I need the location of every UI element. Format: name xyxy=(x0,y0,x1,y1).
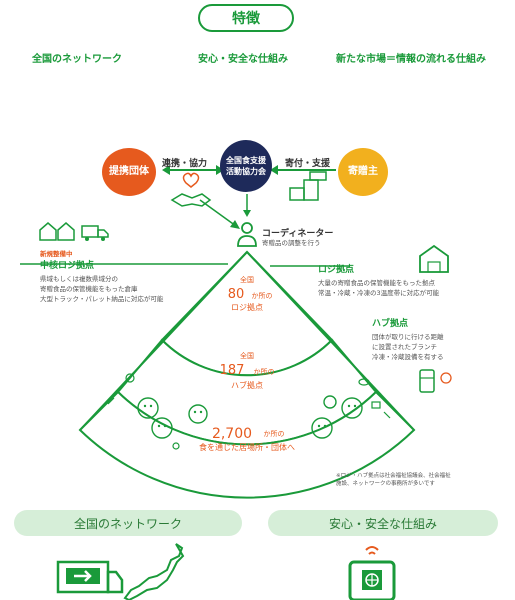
fan-tier-3 xyxy=(78,390,416,499)
section-title: 特徴 xyxy=(198,4,294,32)
handshake-icon xyxy=(170,172,212,207)
tier1-pre: 全国 xyxy=(240,275,254,284)
left-link-label: 連携・協力 xyxy=(162,159,208,169)
children-faces-icon xyxy=(137,395,363,439)
tier1-post: か所の xyxy=(252,291,273,300)
tier2-number: 187 xyxy=(220,363,245,378)
hub2-desc-3: 冷凍・冷蔵設備を有する xyxy=(372,353,444,361)
hub-desc-1: 県域もしくは複数県域分の xyxy=(40,275,118,283)
tier2-name: ハブ拠点 xyxy=(231,380,263,390)
tier3-number: 2,700 xyxy=(212,426,252,442)
coordinator-person-icon xyxy=(237,222,257,247)
right-link-label: 寄付・支援 xyxy=(285,159,331,169)
delivery-truck-icon xyxy=(56,560,124,594)
logi-title: ロジ拠点 xyxy=(318,265,355,275)
feature-market: 新たな市場＝情報の流れる仕組み xyxy=(336,54,486,65)
partner-groups-circle: 提携団体 xyxy=(102,148,156,196)
tier3-name: 食を通じた居場所・団体へ xyxy=(199,442,295,452)
face-eyes xyxy=(143,404,357,428)
japan-map-icon xyxy=(123,543,185,600)
tier2-pre: 全国 xyxy=(240,351,254,360)
logi-desc-2: 常温・冷蔵・冷凍の3温度帯に対応が可能 xyxy=(318,289,440,297)
tier2-post: か所の xyxy=(254,367,275,376)
logi-desc-1: 大量の寄贈食品の保管機能をもった拠点 xyxy=(318,279,435,287)
hub-note: 新規整備中 xyxy=(40,250,73,258)
feature-safety: 安心・安全な仕組み xyxy=(198,54,288,65)
truck-icon xyxy=(81,225,109,241)
tier1-number: 80 xyxy=(228,287,245,302)
warehouse-icon xyxy=(39,222,75,241)
bottom-icons xyxy=(56,543,396,600)
bottom-tab-network[interactable]: 全国のネットワーク xyxy=(14,510,242,536)
hub2-title: ハブ拠点 xyxy=(372,319,409,329)
donor-circle: 寄贈主 xyxy=(338,148,388,196)
gift-boxes-icon xyxy=(289,171,327,201)
fridge-icon xyxy=(419,369,452,393)
hub-desc-3: 大型トラック・パレット納品に対応が可能 xyxy=(40,295,164,303)
secure-device-icon xyxy=(348,546,396,600)
feature-network: 全国のネットワーク xyxy=(32,54,122,65)
coordinator-sub: 寄贈品の調整を行う xyxy=(262,239,321,247)
hub2-desc-1: 団体が取りに行ける距離 xyxy=(372,333,444,341)
tier3-post: か所の xyxy=(264,429,285,438)
logi-warehouse-icon xyxy=(419,244,449,273)
central-org-circle: 全国食支援 活動協力会 xyxy=(220,140,272,192)
bottom-tab-safety[interactable]: 安心・安全な仕組み xyxy=(268,510,498,536)
tier1-name: ロジ拠点 xyxy=(231,302,263,312)
footnote-2: 施設、ネットワークの事務所が多いです xyxy=(336,481,435,487)
coordinator-label: コーディネーター xyxy=(262,229,334,239)
hub2-desc-2: に設置されたブランチ xyxy=(372,343,437,351)
hub-desc-2: 寄贈食品の保管機能をもった倉庫 xyxy=(40,285,138,293)
footnote-1: ※ロジ・ハブ拠点は社会福祉協議会、社会福祉 xyxy=(336,473,451,479)
food-icons xyxy=(107,373,391,450)
hub-title: 中核ロジ拠点 xyxy=(40,261,95,271)
